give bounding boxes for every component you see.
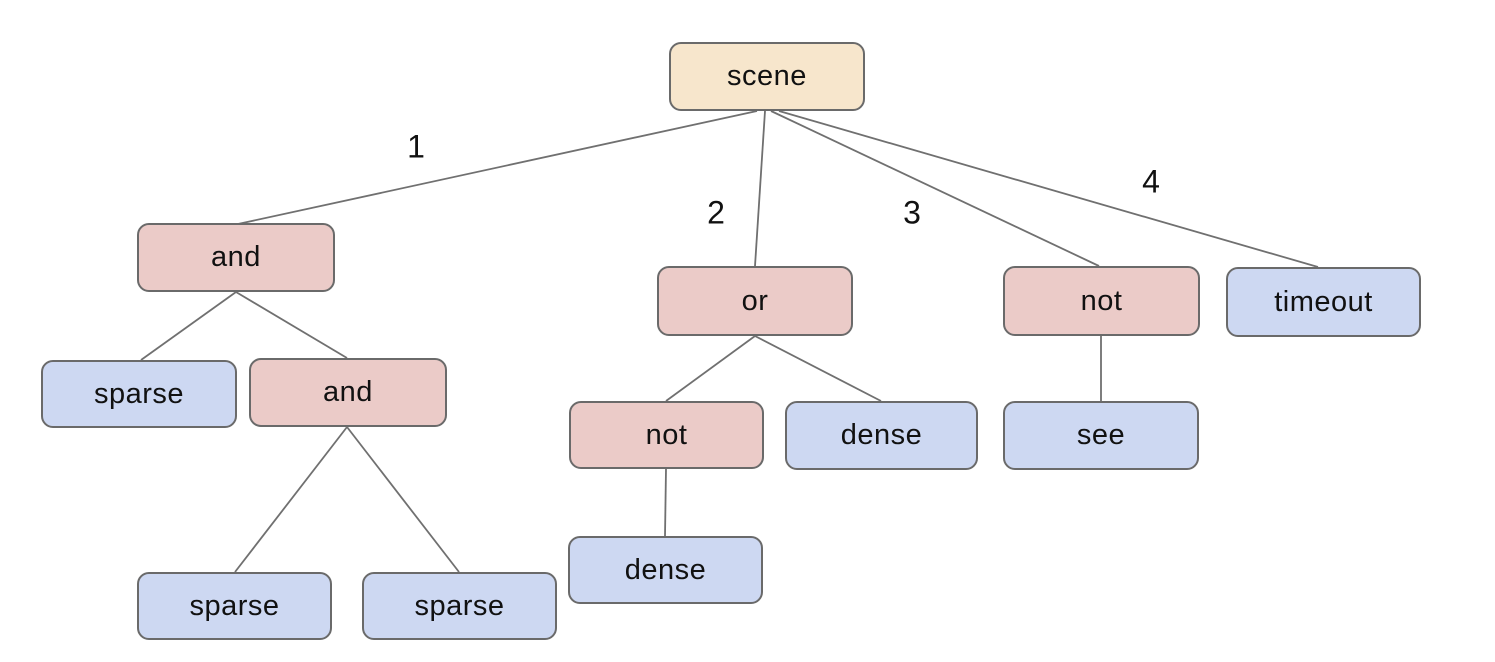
edge-label-4: 4 [1142,163,1160,200]
node-not-2: not [569,401,764,469]
edge-label-1: 1 [407,128,425,165]
node-dense-2: dense [568,536,763,604]
edge-and1-sparse1 [140,291,237,361]
node-not-1: not [1003,266,1200,336]
node-sparse-1: sparse [41,360,237,428]
edge-not2-dense2 [664,468,667,537]
node-dense-1: dense [785,401,978,470]
node-or-1: or [657,266,853,336]
edge-scene-not1 [770,110,1100,267]
node-sparse-3: sparse [362,572,557,640]
edge-or1-dense1 [754,335,882,402]
edge-and1-and2 [235,291,348,359]
edge-and2-sparse2 [234,426,348,573]
edge-scene-or1 [754,110,766,267]
edge-scene-and1 [237,110,758,225]
edge-or1-not2 [665,335,756,402]
node-timeout-1: timeout [1226,267,1421,337]
edge-and2-sparse3 [346,426,460,573]
edge-scene-timeout1 [778,110,1319,268]
node-see-1: see [1003,401,1199,470]
node-and-1: and [137,223,335,292]
node-scene: scene [669,42,865,111]
node-and-2: and [249,358,447,427]
edge-label-2: 2 [707,194,725,231]
edge-label-3: 3 [903,194,921,231]
node-sparse-2: sparse [137,572,332,640]
